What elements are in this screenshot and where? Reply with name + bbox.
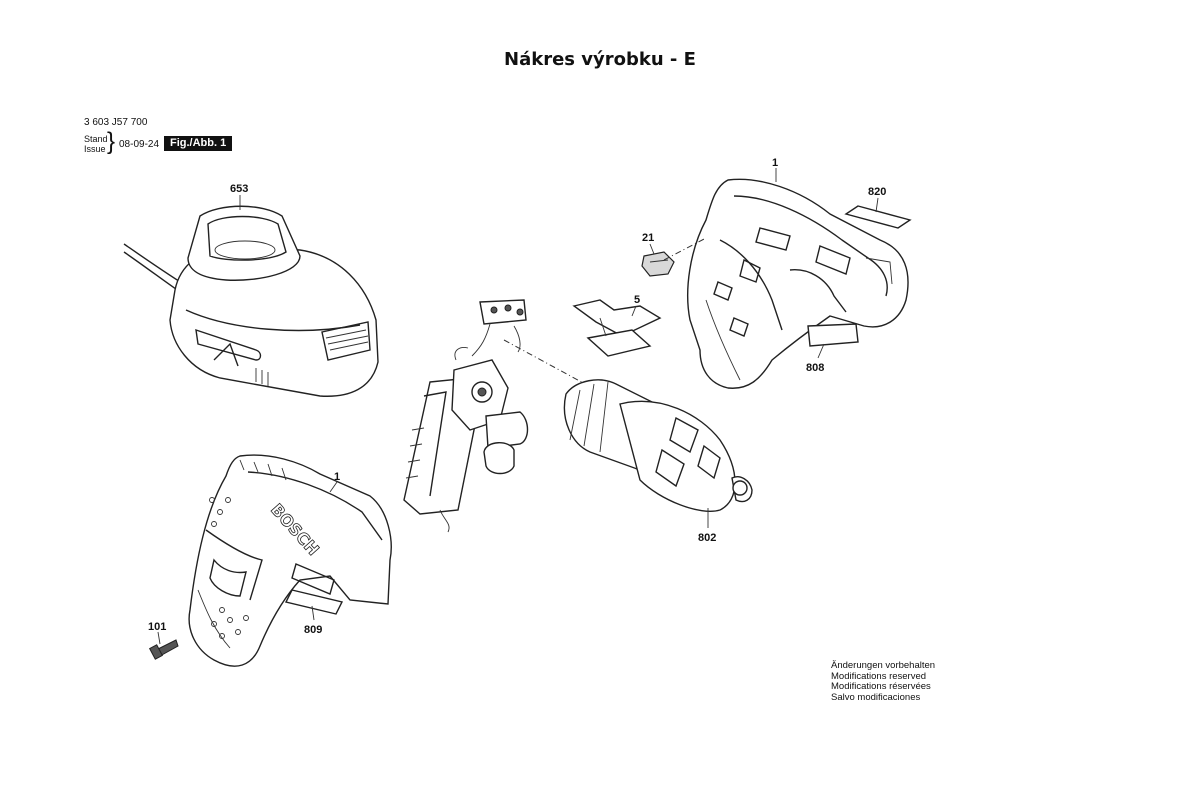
note-line: Modifications réservées	[831, 681, 931, 692]
modifications-notice: Änderungen vorbehalten Modifications res…	[831, 660, 936, 703]
label-808-shape	[807, 323, 859, 347]
housing-half-drawing	[687, 178, 909, 389]
part-label-802: 802	[698, 532, 716, 544]
stand-label: Stand	[84, 134, 108, 144]
charger-drawing	[123, 205, 379, 397]
part-label-808: 808	[806, 362, 824, 374]
page-title: Nákres výrobku - E	[504, 49, 696, 70]
document-number: 3 603 J57 700	[84, 117, 148, 128]
assembly-centerline	[503, 339, 601, 393]
part-label-1-top: 1	[772, 157, 778, 169]
brace-symbol: }	[107, 128, 116, 155]
switch-plate-5-drawing	[572, 299, 662, 357]
issue-date: 08-09-24	[119, 139, 160, 150]
note-line: Änderungen vorbehalten	[831, 660, 936, 671]
switch-21-drawing	[641, 237, 707, 277]
housing-bosch-drawing: BOSCH	[188, 454, 392, 667]
label-820-shape	[844, 205, 912, 229]
battery-electronics-drawing	[403, 299, 529, 533]
part-label-809: 809	[304, 624, 322, 636]
part-label-820: 820	[868, 186, 886, 198]
note-line: Modifications reserved	[831, 670, 927, 682]
part-label-653: 653	[230, 183, 248, 195]
motor-gear-drawing	[563, 379, 753, 512]
issue-label: Issue	[84, 144, 106, 154]
part-label-5: 5	[634, 294, 640, 306]
figure-badge: Fig./Abb. 1	[164, 136, 233, 151]
part-label-1-bottom: 1	[334, 471, 340, 483]
part-label-101: 101	[148, 621, 166, 633]
part-label-21: 21	[642, 232, 654, 244]
note-line: Salvo modificaciones	[831, 691, 921, 703]
stand-issue-label: Stand Issue	[84, 134, 108, 154]
screw-101-drawing	[148, 639, 179, 660]
leader-lines	[157, 168, 879, 645]
